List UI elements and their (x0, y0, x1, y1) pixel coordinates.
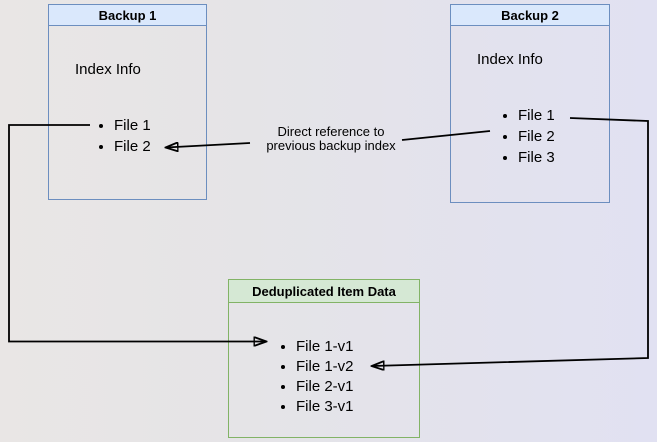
backup-1-box: Backup 1 Index Info File 1 File 2 (48, 4, 207, 200)
file-list-item: File 1 (518, 105, 555, 126)
backup-2-index-info-label: Index Info (477, 51, 543, 68)
file-list-item: File 1-v1 (296, 337, 354, 357)
file-list-item: File 2 (518, 126, 555, 147)
backup-2-file-list: File 1 File 2 File 3 (501, 105, 555, 168)
file-list-item: File 3 (518, 147, 555, 168)
direct-reference-label: Direct reference to previous backup inde… (266, 124, 396, 153)
file-list-item: File 1 (114, 115, 151, 136)
dedup-file-list: File 1-v1 File 1-v2 File 2-v1 File 3-v1 (279, 337, 354, 417)
backup-2-box: Backup 2 Index Info File 1 File 2 File 3 (450, 4, 610, 203)
backup-1-title: Backup 1 (49, 5, 206, 26)
backup-1-index-info-label: Index Info (75, 61, 141, 78)
file-list-item: File 2-v1 (296, 377, 354, 397)
file-list-item: File 3-v1 (296, 397, 354, 417)
file-list-item: File 1-v2 (296, 357, 354, 377)
backup-2-title: Backup 2 (451, 5, 609, 26)
deduplicated-item-data-title: Deduplicated Item Data (229, 280, 419, 303)
backup-1-file-list: File 1 File 2 (97, 115, 151, 157)
file-list-item: File 2 (114, 136, 151, 157)
deduplicated-item-data-box: Deduplicated Item Data File 1-v1 File 1-… (228, 279, 420, 438)
